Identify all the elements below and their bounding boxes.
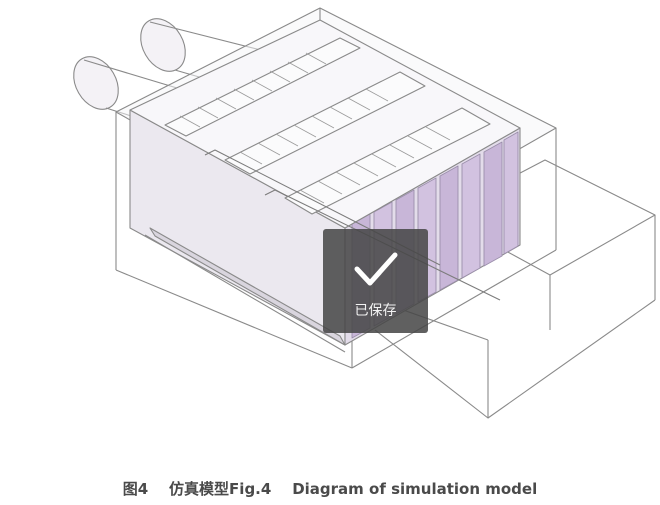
top-rail-1 (164, 37, 361, 137)
top-rail-3 (284, 107, 491, 215)
figure-caption: 图4 仿真模型Fig.4 Diagram of simulation model (122, 480, 538, 498)
simulation-model-figure (73, 7, 656, 419)
checkmark-icon (354, 252, 398, 286)
top-rail-2 (224, 71, 426, 175)
toast-message: 已保存 (354, 303, 397, 319)
saved-toast: 已保存 (323, 229, 428, 333)
